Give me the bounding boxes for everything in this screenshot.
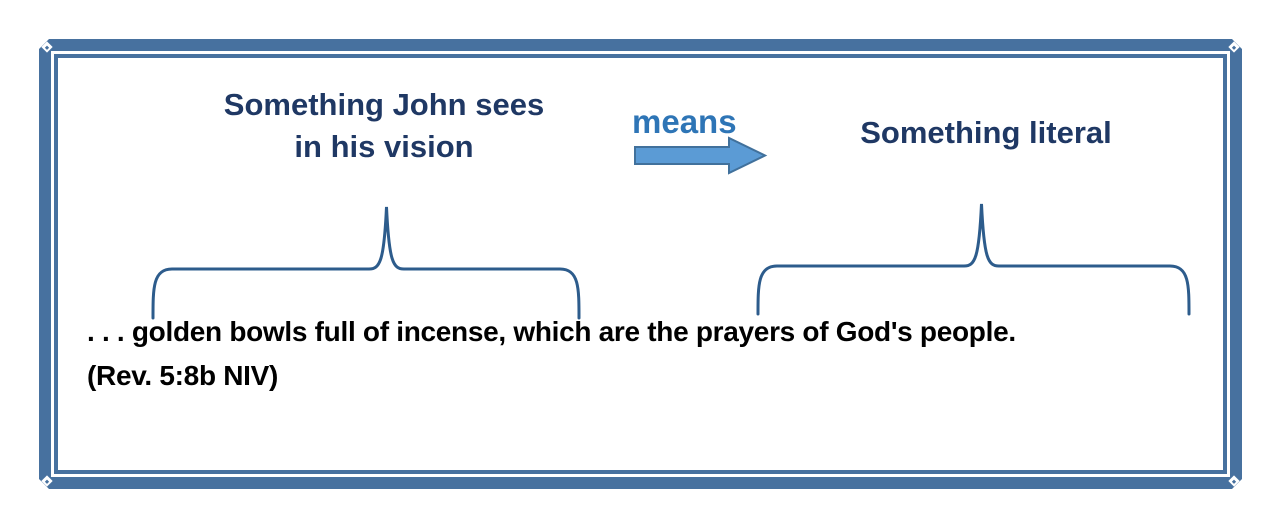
- decorative-border: [39, 39, 1242, 489]
- left-heading: Something John sees in his vision: [183, 84, 585, 168]
- right-heading: Something literal: [860, 115, 1112, 150]
- quote-text: . . . golden bowls full of incense, whic…: [87, 310, 1217, 398]
- left-heading-line1: Something John sees: [223, 87, 545, 122]
- quote-line1: . . . golden bowls full of incense, whic…: [87, 316, 1016, 347]
- border-outer-band: [39, 39, 1242, 489]
- quote-line2: (Rev. 5:8b NIV): [87, 360, 279, 391]
- left-heading-line2: in his vision: [294, 129, 474, 164]
- right-arrow-icon: [634, 136, 768, 175]
- border-inner-line: [54, 54, 1227, 474]
- means-label: means: [632, 103, 737, 140]
